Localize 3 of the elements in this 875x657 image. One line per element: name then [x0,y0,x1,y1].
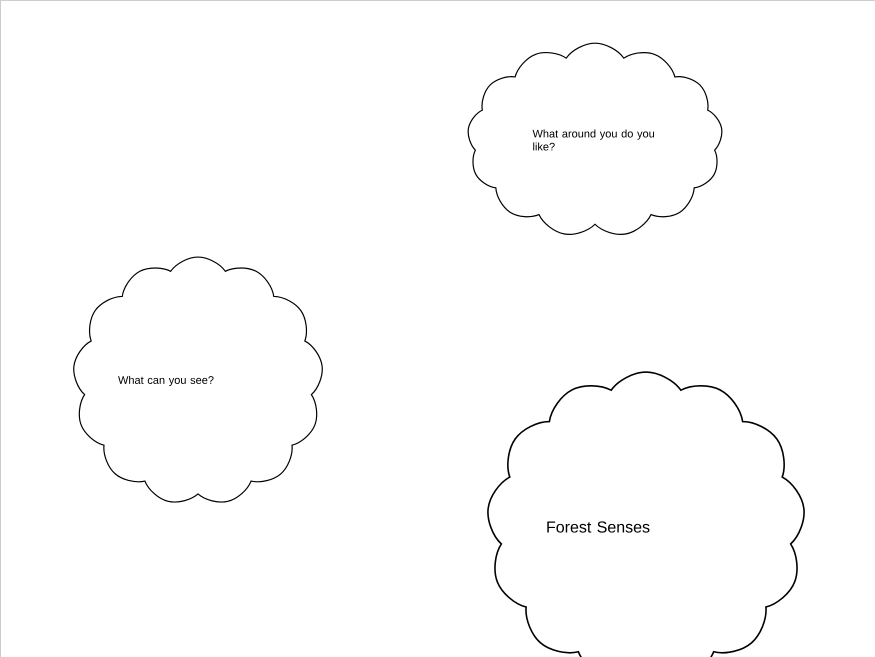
cloud: What can you see? [73,256,323,503]
cloud: Forest Senses [487,371,805,657]
cloud: What around you do you like? [468,42,722,235]
